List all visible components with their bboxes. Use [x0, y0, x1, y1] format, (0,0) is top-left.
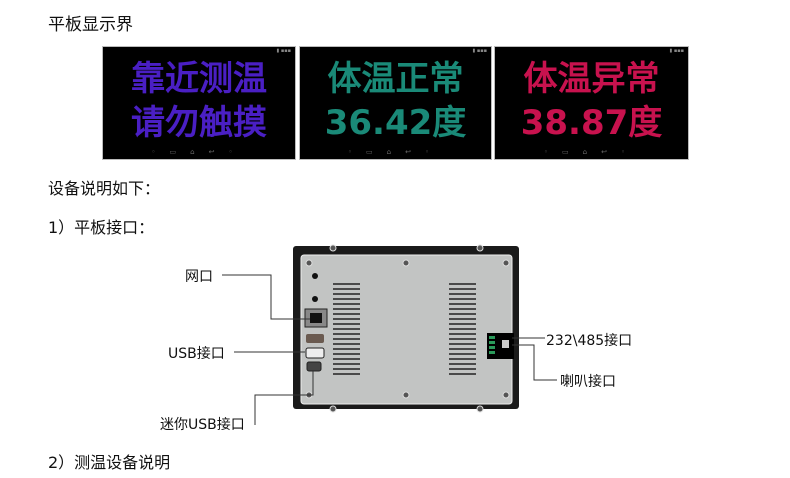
- nav-bar-icons: ◦▭⌂↩◦: [151, 148, 247, 156]
- screen-normal: ▮ ▪▪▪ 体温正常 36.42度 ◦▭⌂↩◦: [299, 46, 492, 160]
- label-serial-port: 232\485接口: [546, 333, 633, 349]
- screen-line2: 请勿触摸: [131, 103, 267, 143]
- port-cover: [306, 334, 324, 343]
- tablet-display-heading: 平板显示界: [48, 15, 133, 35]
- mini-usb-port: [306, 361, 322, 372]
- nav-bar-icons: ◦▭⌂↩◦: [347, 148, 444, 156]
- screen-line2: 36.42度: [324, 103, 467, 143]
- vent-right: [449, 283, 476, 375]
- status-bar: ▮ ▪▪▪: [669, 48, 684, 54]
- usb-port: [305, 347, 325, 359]
- screen-line2: 38.87度: [520, 103, 663, 143]
- status-bar: ▮ ▪▪▪: [472, 48, 487, 54]
- section1-heading: 1）平板接口：: [48, 218, 155, 237]
- label-usb-port: USB接口: [168, 346, 225, 362]
- tablet-back-plate: [300, 254, 513, 405]
- device-description-heading: 设备说明如下：: [48, 179, 161, 198]
- nav-bar-icons: ◦▭⌂↩◦: [543, 148, 640, 156]
- screen-abnormal: ▮ ▪▪▪ 体温异常 38.87度 ◦▭⌂↩◦: [494, 46, 689, 160]
- screen-approach: ▮ ▪▪▪ 靠近测温 请勿触摸 ◦▭⌂↩◦: [102, 46, 296, 160]
- callout-lines: [222, 274, 557, 425]
- label-network-port: 网口: [185, 269, 213, 285]
- section2-heading: 2）测温设备说明: [48, 453, 171, 472]
- vent-left: [333, 283, 360, 375]
- label-mini-usb-port: 迷你USB接口: [160, 417, 245, 433]
- screen-line1: 体温正常: [327, 59, 464, 99]
- screen-line1: 体温异常: [523, 59, 660, 99]
- status-bar: ▮ ▪▪▪: [276, 48, 291, 54]
- label-speaker-port: 喇叭接口: [560, 374, 616, 390]
- screen-line1: 靠近测温: [131, 59, 267, 99]
